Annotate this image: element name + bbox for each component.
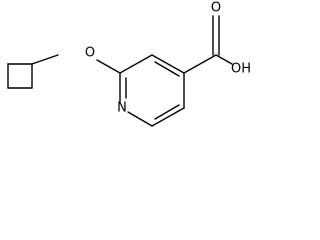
carboxylic-acid-group <box>183 15 233 74</box>
ether-oxygen-label: O <box>85 46 95 61</box>
ether-linkage <box>31 54 121 74</box>
bond-pyridine-c5-c6 <box>151 107 185 127</box>
pyridine-ring <box>119 54 185 127</box>
bond-cyclobutyl-oxygen <box>31 54 59 65</box>
atom-labels: O N O OH <box>85 1 251 116</box>
hydroxyl-label: OH <box>231 62 251 77</box>
bond-pyridine-c3-c4 <box>151 54 185 74</box>
chemical-structure: O N O OH <box>7 1 251 127</box>
cyclobutane-ring <box>7 63 33 89</box>
bond-pyridine-c6-n <box>127 111 153 127</box>
bond-carboxyl-hydroxyl <box>215 54 233 65</box>
bond-pyridine-c2-c3 <box>119 54 153 74</box>
bond-ring-carboxyl <box>183 54 217 74</box>
carbonyl-oxygen-label: O <box>211 1 221 16</box>
bond-pyridine-c3-c4-inner <box>154 61 180 77</box>
pyridine-nitrogen-label: N <box>117 101 127 116</box>
bond-oxygen-ring <box>96 59 121 74</box>
bond-pyridine-c5-c6-inner <box>154 104 180 120</box>
